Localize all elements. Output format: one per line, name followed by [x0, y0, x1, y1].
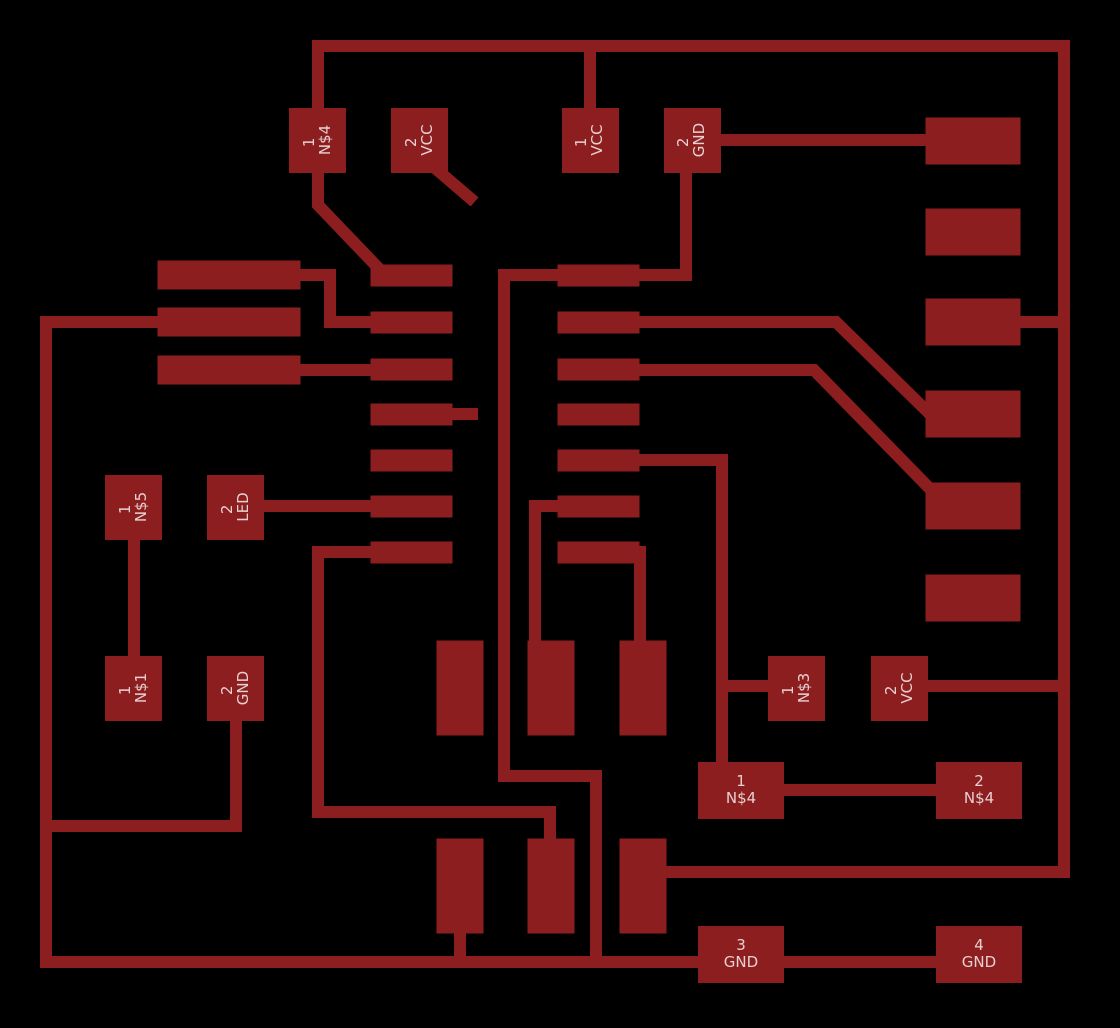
header-pad — [925, 390, 1021, 438]
pad-number: 2 — [218, 505, 236, 515]
copper-layer — [40, 40, 1070, 968]
svg-text:1 N$3: 1 N$3 — [779, 673, 813, 703]
ic-pad — [557, 403, 640, 426]
pad-n4-b: 2 N$4 — [936, 762, 1022, 819]
ic-pad — [557, 449, 640, 472]
pad-net-name: GND — [724, 953, 758, 971]
pad-net-name: N$4 — [964, 789, 994, 807]
svg-text:1 N$5: 1 N$5 — [116, 492, 150, 522]
header-pad — [925, 298, 1021, 346]
svg-text:1 N$1: 1 N$1 — [116, 673, 150, 703]
header-pad — [925, 574, 1021, 622]
header-pad — [925, 117, 1021, 165]
svg-text:1 VCC: 1 VCC — [572, 124, 606, 155]
pad-n4-top: 1 N$4 — [289, 108, 346, 173]
pad-net-name: VCC — [588, 124, 606, 155]
ic-pad — [370, 541, 453, 564]
ic-pad — [370, 495, 453, 518]
svg-text:2 VCC: 2 VCC — [882, 672, 916, 703]
pad-number: 2 — [218, 686, 236, 696]
pad-vcc2-top: 2 VCC — [391, 108, 448, 173]
pad-net-name: LED — [234, 492, 252, 521]
pad-net-name: GND — [234, 671, 252, 705]
pad-net-name: N$3 — [795, 673, 813, 703]
pad-n1: 1 N$1 — [105, 656, 162, 721]
pad-gnd4: 4 GND — [936, 926, 1022, 983]
svg-text:2 GND: 2 GND — [674, 123, 708, 157]
ic-pad — [370, 311, 453, 334]
ic-pad — [557, 541, 640, 564]
header-pad — [157, 355, 301, 385]
pad-number: 2 — [882, 686, 900, 696]
pad-net-name: N$4 — [726, 789, 756, 807]
pad-n3: 1 N$3 — [768, 656, 825, 721]
pad-number: 2 — [674, 138, 692, 148]
pad-led: 2 LED — [207, 475, 264, 540]
trace-gnd-spine — [498, 144, 692, 968]
trace-ic-to-bottom — [312, 546, 556, 866]
large-pad — [527, 838, 575, 934]
pad-number: 1 — [116, 505, 134, 515]
pad-number: 2 — [974, 772, 984, 790]
pad-number: 4 — [974, 936, 984, 954]
pad-net-name: N$1 — [132, 673, 150, 703]
pad-number: 1 — [116, 686, 134, 696]
svg-text:1 N$4: 1 N$4 — [300, 125, 334, 155]
pad-number: 3 — [736, 936, 746, 954]
large-pad — [527, 640, 575, 736]
pad-gnd2-top: 2 GND — [664, 108, 721, 173]
large-pad — [436, 640, 484, 736]
pad-number: 1 — [300, 138, 318, 148]
right-header-pads — [925, 117, 1021, 622]
regulator-pads — [436, 640, 667, 934]
svg-text:2 GND: 2 GND — [218, 671, 252, 705]
trace-header-pin1 — [294, 269, 416, 328]
pad-number: 1 — [572, 138, 590, 148]
pad-vcc2-right: 2 VCC — [871, 656, 928, 721]
ic-pad — [370, 264, 453, 287]
ic-pad — [370, 449, 453, 472]
pad-net-name: GND — [962, 953, 996, 971]
pad-net-name: VCC — [898, 672, 916, 703]
trace-gnd-outer — [40, 316, 736, 968]
header-pad — [925, 208, 1021, 256]
pad-net-name: N$5 — [132, 492, 150, 522]
large-pad — [619, 640, 667, 736]
header-pad — [157, 307, 301, 337]
ic-pad — [557, 358, 640, 381]
pad-net-name: VCC — [418, 124, 436, 155]
pad-n4-a: 1 N$4 — [698, 762, 784, 819]
trace-vcc-loop — [312, 40, 1070, 878]
left-header-pads — [157, 260, 301, 385]
pad-vcc1-top: 1 VCC — [562, 108, 619, 173]
pad-number: 1 — [736, 772, 746, 790]
pad-n5: 1 N$5 — [105, 475, 162, 540]
ic-pad — [557, 311, 640, 334]
ic-pads-right — [557, 264, 640, 564]
trace-gnd-left — [40, 694, 242, 832]
pad-net-name: N$4 — [316, 125, 334, 155]
ic-pad — [557, 495, 640, 518]
svg-text:2 LED: 2 LED — [218, 492, 252, 521]
ic-pads-left — [370, 264, 453, 564]
large-pad — [619, 838, 667, 934]
ic-pad — [557, 264, 640, 287]
svg-text:2 VCC: 2 VCC — [402, 124, 436, 155]
pad-net-name: GND — [690, 123, 708, 157]
pad-gnd3: 3 GND — [698, 926, 784, 983]
ic-pad — [370, 358, 453, 381]
pad-number: 1 — [779, 686, 797, 696]
header-pad — [925, 482, 1021, 530]
pad-number: 2 — [402, 138, 420, 148]
large-pad — [436, 838, 484, 934]
ic-pad — [370, 403, 453, 426]
header-pad — [157, 260, 301, 290]
pad-gnd2-left: 2 GND — [207, 656, 264, 721]
